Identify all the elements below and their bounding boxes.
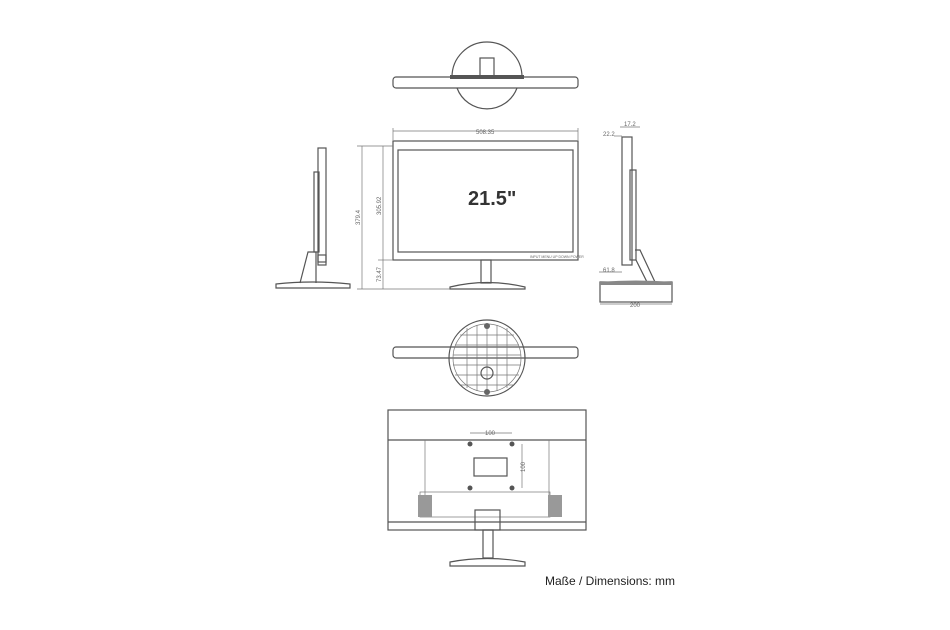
dim-base-depth: 200 xyxy=(630,303,641,309)
front-view: 508.35 21.5" INPUT MENU UP DOWN POWER 37… xyxy=(356,128,584,290)
screen-size-label: 21.5" xyxy=(468,188,516,210)
dim-vesa-vertical: 100 xyxy=(521,461,527,472)
dim-base-offset: 61.8 xyxy=(603,268,615,274)
top-view xyxy=(392,41,579,110)
dim-vesa: 100 xyxy=(485,431,496,437)
dim-depth-top: 17.2 xyxy=(624,122,636,128)
dim-depth-panel: 22.2 xyxy=(603,132,615,138)
left-side-view xyxy=(275,147,351,289)
dim-total-height: 379.4 xyxy=(356,209,362,225)
front-buttons-label: INPUT MENU UP DOWN POWER xyxy=(530,255,584,259)
bottom-view xyxy=(392,319,579,397)
dim-stand-gap: 73.47 xyxy=(377,266,383,282)
units-caption: Maße / Dimensions: mm xyxy=(545,574,676,588)
back-view: 100 100 xyxy=(387,409,587,567)
right-side-view: 17.2 22.2 61.8 200 xyxy=(599,122,673,309)
dim-panel-height: 305.92 xyxy=(377,196,383,215)
dim-width: 508.35 xyxy=(476,130,495,136)
